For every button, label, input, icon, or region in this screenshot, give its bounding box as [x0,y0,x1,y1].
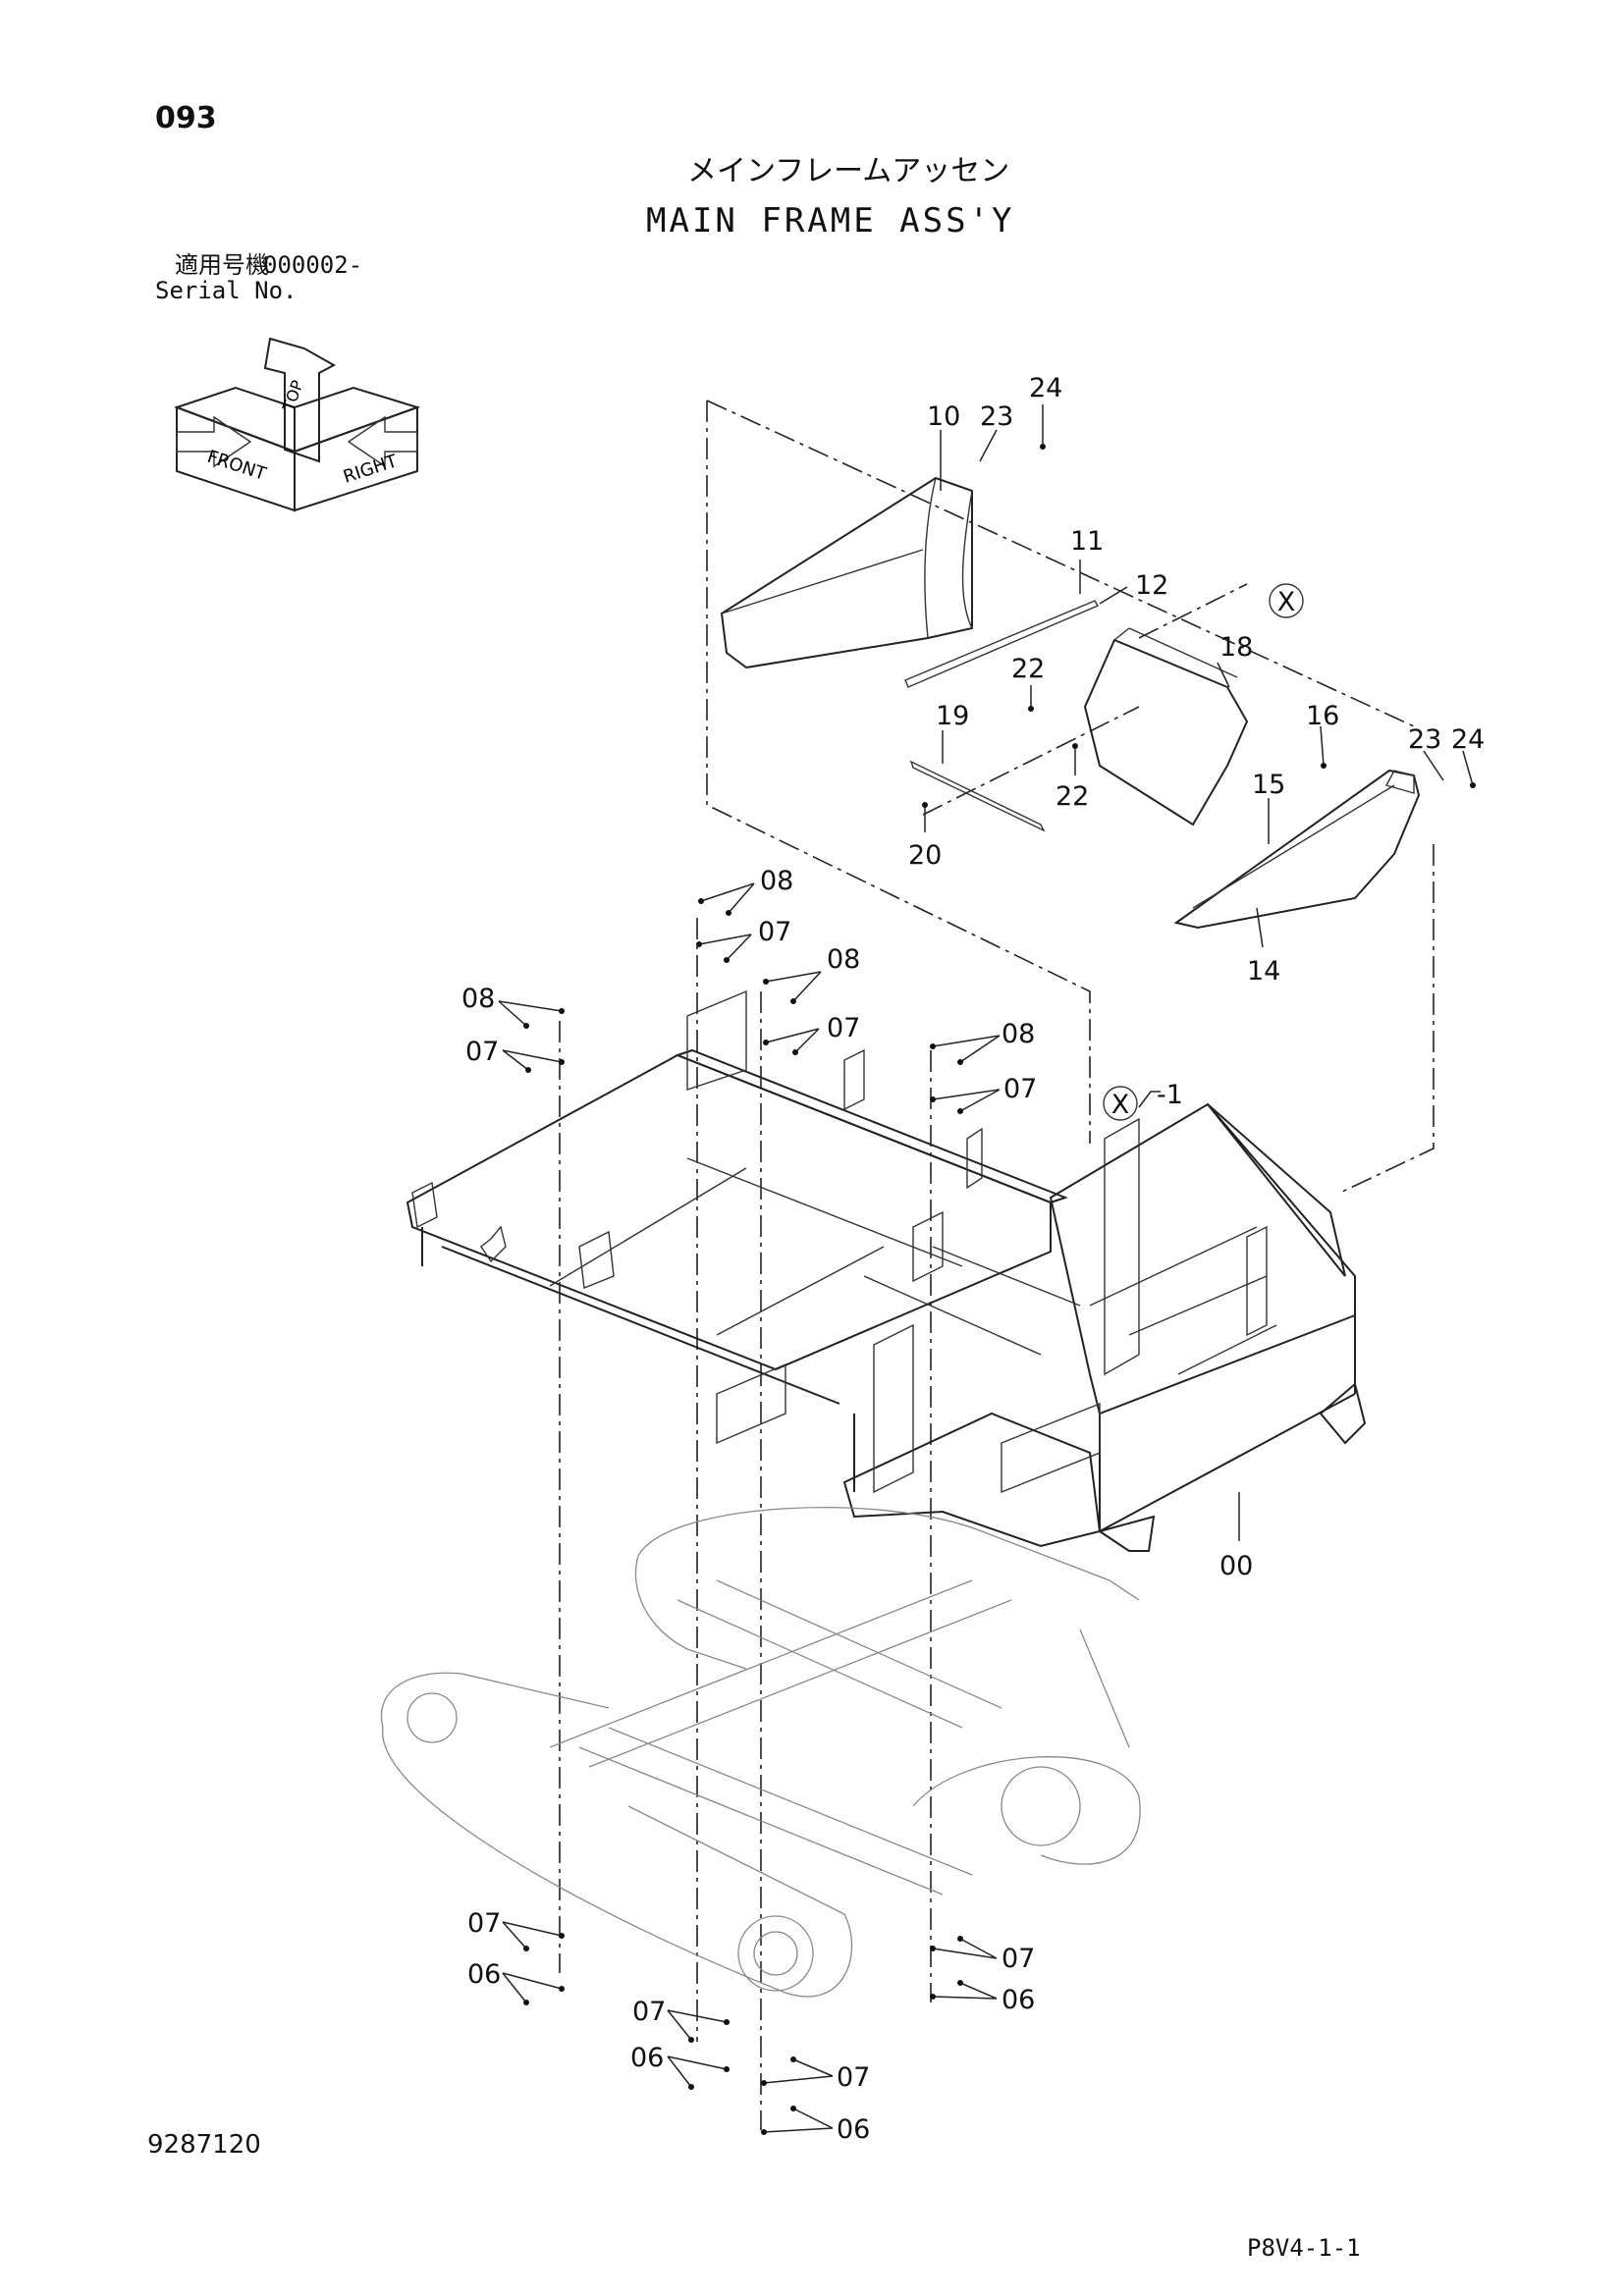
callout-06: 06 [837,2114,870,2145]
callout-07: 07 [1003,1074,1037,1104]
undercarriage-reference [380,1507,1141,1998]
x-marker-suffix: -1 [1157,1080,1183,1110]
callout-08: 08 [461,984,495,1014]
page-title: MAIN FRAME ASS'Y [646,201,1015,240]
callout-07: 07 [632,1997,666,2027]
direction-indicator: FRONT RIGHT TOP [174,337,421,512]
serial-number-value: 000002- [263,251,363,279]
callout-07: 07 [827,1013,860,1043]
page-code: P8V4-1-1 [1247,2234,1361,2262]
callout-24: 24 [1451,724,1485,755]
x-marker-label: X [1277,587,1296,617]
callout-16: 16 [1306,701,1339,731]
callout-07: 07 [467,1908,501,1939]
serial-label: Serial No. [155,277,298,304]
callout-06: 06 [467,1959,501,1990]
assembly-guide-lines [559,400,1435,2130]
title-japanese: メインフレームアッセン [687,154,1010,188]
direction-label-top: TOP [279,377,307,414]
callout-24: 24 [1029,373,1062,403]
callout-00: 00 [1219,1551,1253,1581]
serial-label-japanese: 適用号機 [175,251,269,279]
x-reference-marker-top: X [1269,583,1304,618]
callout-15: 15 [1252,770,1285,800]
callout-14: 14 [1247,956,1280,987]
callout-labels: 24 10 23 11 12 18 22 19 22 20 16 23 24 1… [461,373,1485,2145]
callout-06: 06 [1001,1985,1035,2015]
callout-06: 06 [630,2043,664,2073]
callout-07: 07 [758,917,791,947]
part-11-12-strip [904,600,1100,688]
fastener-dots [523,444,1476,2135]
part-19-strip [909,760,1046,832]
callout-11: 11 [1070,526,1104,557]
callout-22: 22 [1056,781,1089,812]
callout-19: 19 [936,701,969,731]
callout-10: 10 [927,401,960,432]
x-reference-marker-frame: X -1 [1103,1080,1183,1121]
callout-08: 08 [827,944,860,975]
callout-07: 07 [1001,1944,1035,1974]
x-marker-label: X [1111,1090,1130,1120]
callout-07: 07 [465,1037,499,1067]
callout-12: 12 [1135,570,1168,601]
callout-08: 08 [1001,1019,1035,1049]
callout-22: 22 [1011,654,1045,684]
callout-23: 23 [1408,724,1441,755]
part-00-main-frame [406,989,1367,1552]
part-10-cover [720,476,973,669]
drawing-number: 9287120 [147,2130,261,2160]
part-14-15-side-cover [1173,769,1421,930]
callout-07: 07 [837,2062,870,2093]
direction-label-front: FRONT [204,447,269,485]
callout-08: 08 [760,866,793,896]
part-18-panel [1083,627,1249,827]
callout-23: 23 [980,401,1013,432]
callout-20: 20 [908,840,942,871]
page-number: 093 [155,101,217,135]
leader-lines [498,404,1474,2133]
callout-18: 18 [1219,632,1253,663]
